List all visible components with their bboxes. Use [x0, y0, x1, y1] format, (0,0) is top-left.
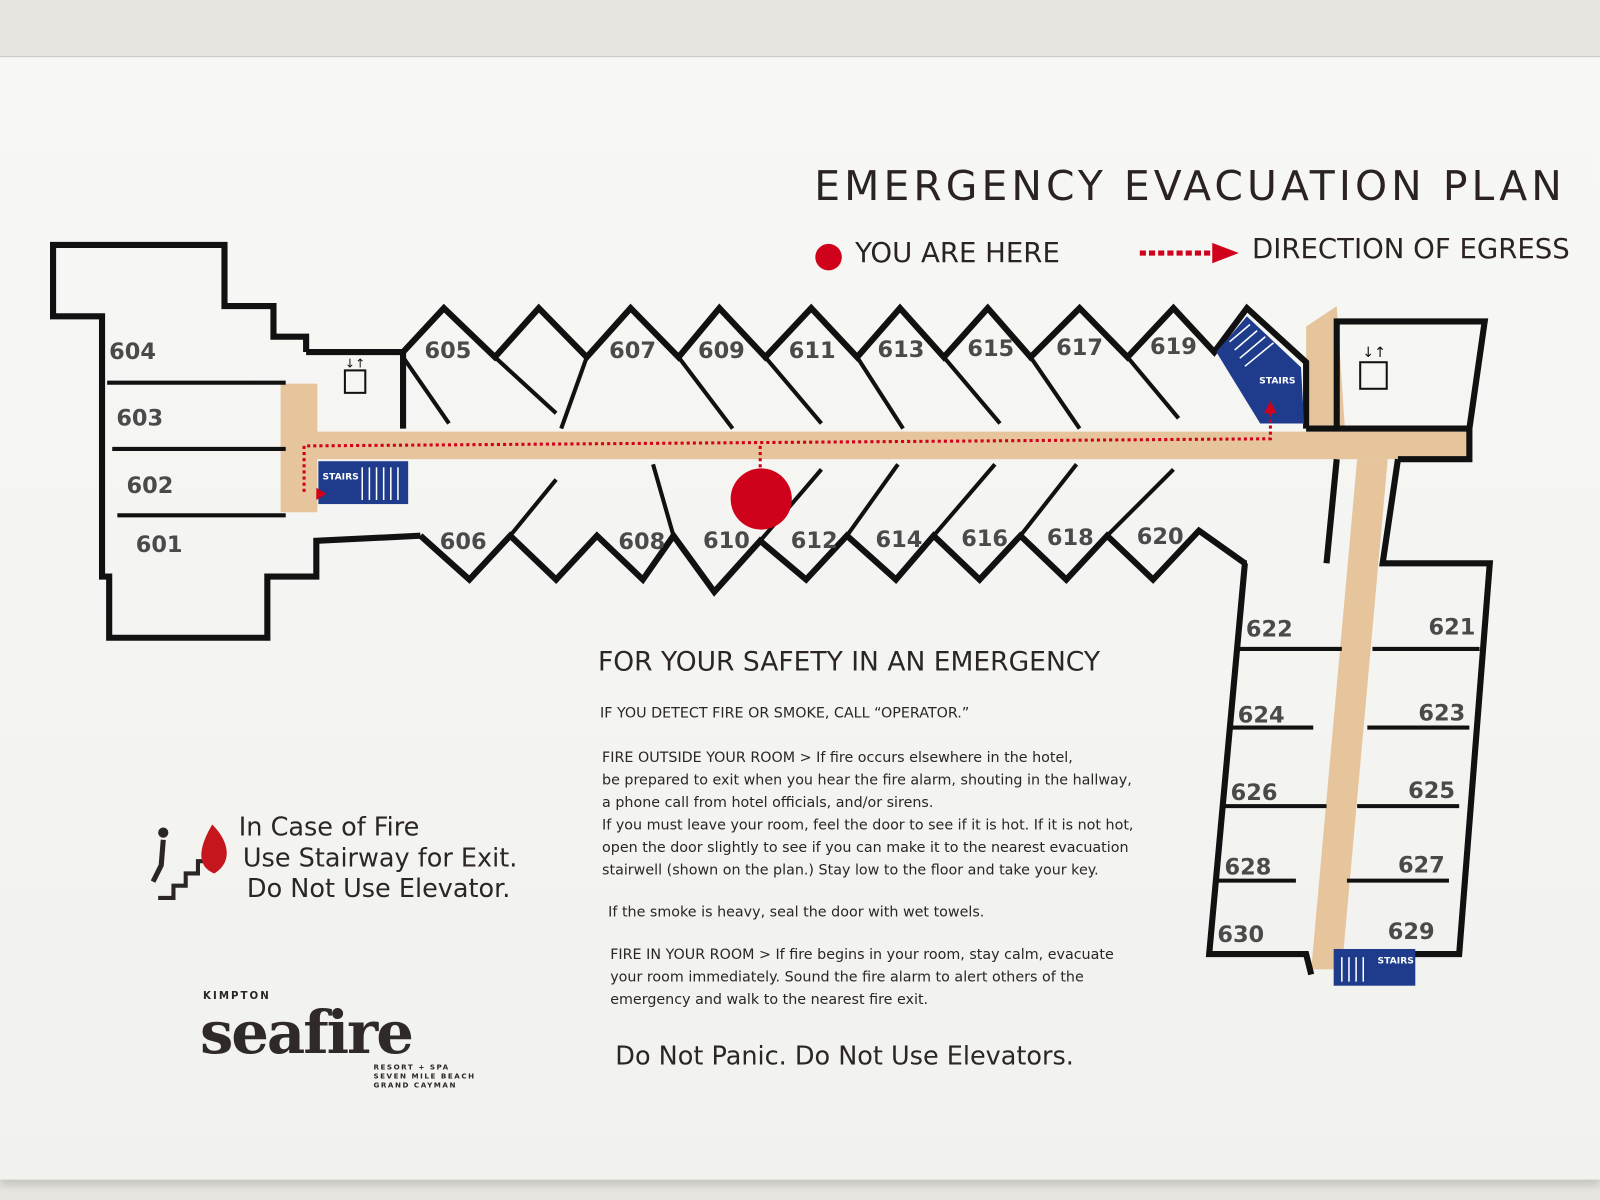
room-label: 627 [1398, 852, 1445, 878]
stairs-south: STAIRS [1333, 948, 1416, 986]
text-line: SEVEN MILE BEACH [373, 1072, 476, 1081]
room-label: 626 [1231, 780, 1278, 806]
text-line: Use Stairway for Exit. [242, 842, 518, 873]
elevator-icon: ↓↑ [1359, 345, 1388, 390]
room-label: 609 [698, 338, 745, 364]
room-label: 618 [1047, 525, 1094, 551]
logo-name: seafire [199, 997, 414, 1068]
room-label: 621 [1429, 615, 1476, 641]
egress-legend-arrow-icon [1212, 242, 1239, 264]
room-label: 616 [961, 526, 1008, 552]
room-label: 617 [1056, 335, 1103, 361]
stairs-label: STAIRS [1259, 376, 1295, 387]
page-title: EMERGENCY EVACUATION PLAN [814, 163, 1566, 211]
room-label: 628 [1224, 854, 1271, 880]
you-are-here-marker [730, 468, 792, 530]
room-label: 607 [609, 338, 656, 364]
room-label: 624 [1238, 702, 1285, 728]
room-labels: 604 603 602 601 605 606 607 608 609 610 … [109, 334, 1475, 948]
room-label: 602 [127, 473, 174, 499]
egress-route [302, 413, 1272, 492]
safety-heading: FOR YOUR SAFETY IN AN EMERGENCY [597, 646, 1101, 678]
text-line: be prepared to exit when you hear the fi… [602, 772, 1132, 789]
fire-note: In Case of Fire Use Stairway for Exit. D… [239, 812, 518, 904]
svg-text:↓↑: ↓↑ [345, 356, 366, 370]
room-label: 601 [136, 532, 183, 558]
room-label: 612 [791, 528, 838, 554]
footer-warning: Do Not Panic. Do Not Use Elevators. [615, 1040, 1074, 1071]
room-label: 604 [109, 339, 156, 365]
text-line: In Case of Fire [238, 812, 420, 842]
egress-arrow [316, 487, 327, 500]
safety-inside: FIRE IN YOUR ROOM > If fire begins in yo… [610, 944, 1114, 1011]
stairs-label: STAIRS [322, 472, 358, 483]
text-line: your room immediately. Sound the fire al… [610, 969, 1084, 986]
text-line: a phone call from hotel officials, and/o… [602, 794, 934, 812]
stairway-exit-icon [150, 824, 227, 900]
svg-text:↓↑: ↓↑ [1362, 345, 1386, 361]
room-label: 606 [440, 529, 487, 555]
room-label: 613 [878, 337, 925, 363]
text-line: FIRE OUTSIDE YOUR ROOM > If fire occurs … [602, 749, 1073, 767]
stairs-west: STAIRS [318, 461, 409, 505]
legend-direction: DIRECTION OF EGRESS [1252, 233, 1570, 266]
room-label: 620 [1137, 524, 1184, 550]
text-line: FIRE IN YOUR ROOM > If fire begins in yo… [610, 946, 1114, 964]
safety-outside: FIRE OUTSIDE YOUR ROOM > If fire occurs … [602, 747, 1133, 882]
text-line: GRAND CAYMAN [373, 1081, 457, 1090]
room-label: 603 [116, 406, 163, 432]
egress-arrow [1264, 401, 1277, 414]
room-label: 630 [1217, 922, 1264, 948]
room-label: 623 [1418, 700, 1465, 726]
safety-detect: IF YOU DETECT FIRE OR SMOKE, CALL “OPERA… [599, 705, 970, 722]
text-line: stairwell (shown on the plan.) Stay low … [602, 862, 1099, 879]
stairs-northeast: STAIRS [1216, 316, 1305, 424]
room-label: 608 [618, 529, 665, 555]
room-label: 614 [876, 527, 923, 553]
elevator-icon: ↓↑ [343, 356, 367, 394]
room-label: 629 [1388, 919, 1435, 945]
stairs-label: STAIRS [1378, 955, 1414, 966]
room-label: 625 [1408, 778, 1455, 804]
walls [49, 241, 1494, 976]
text-line: open the door slightly to see if you can… [602, 839, 1129, 857]
room-label: 610 [703, 528, 750, 554]
room-label: 619 [1150, 334, 1197, 360]
text-line: RESORT + SPA [373, 1063, 450, 1072]
room-label: 615 [967, 336, 1014, 362]
room-label: 605 [424, 338, 471, 364]
text-line: Do Not Use Elevator. [246, 873, 511, 904]
text-line: If you must leave your room, feel the do… [602, 817, 1134, 834]
logo-brand: KIMPTON [203, 990, 271, 1003]
room-label: 611 [789, 338, 836, 364]
text-line: emergency and walk to the nearest fire e… [610, 991, 929, 1009]
you-are-here-legend-icon [815, 243, 842, 271]
safety-smoke: If the smoke is heavy, seal the door wit… [608, 904, 985, 921]
logo-sub: RESORT + SPA SEVEN MILE BEACH GRAND CAYM… [373, 1063, 475, 1091]
legend-you-are-here: YOU ARE HERE [855, 237, 1060, 270]
room-label: 622 [1246, 617, 1293, 643]
